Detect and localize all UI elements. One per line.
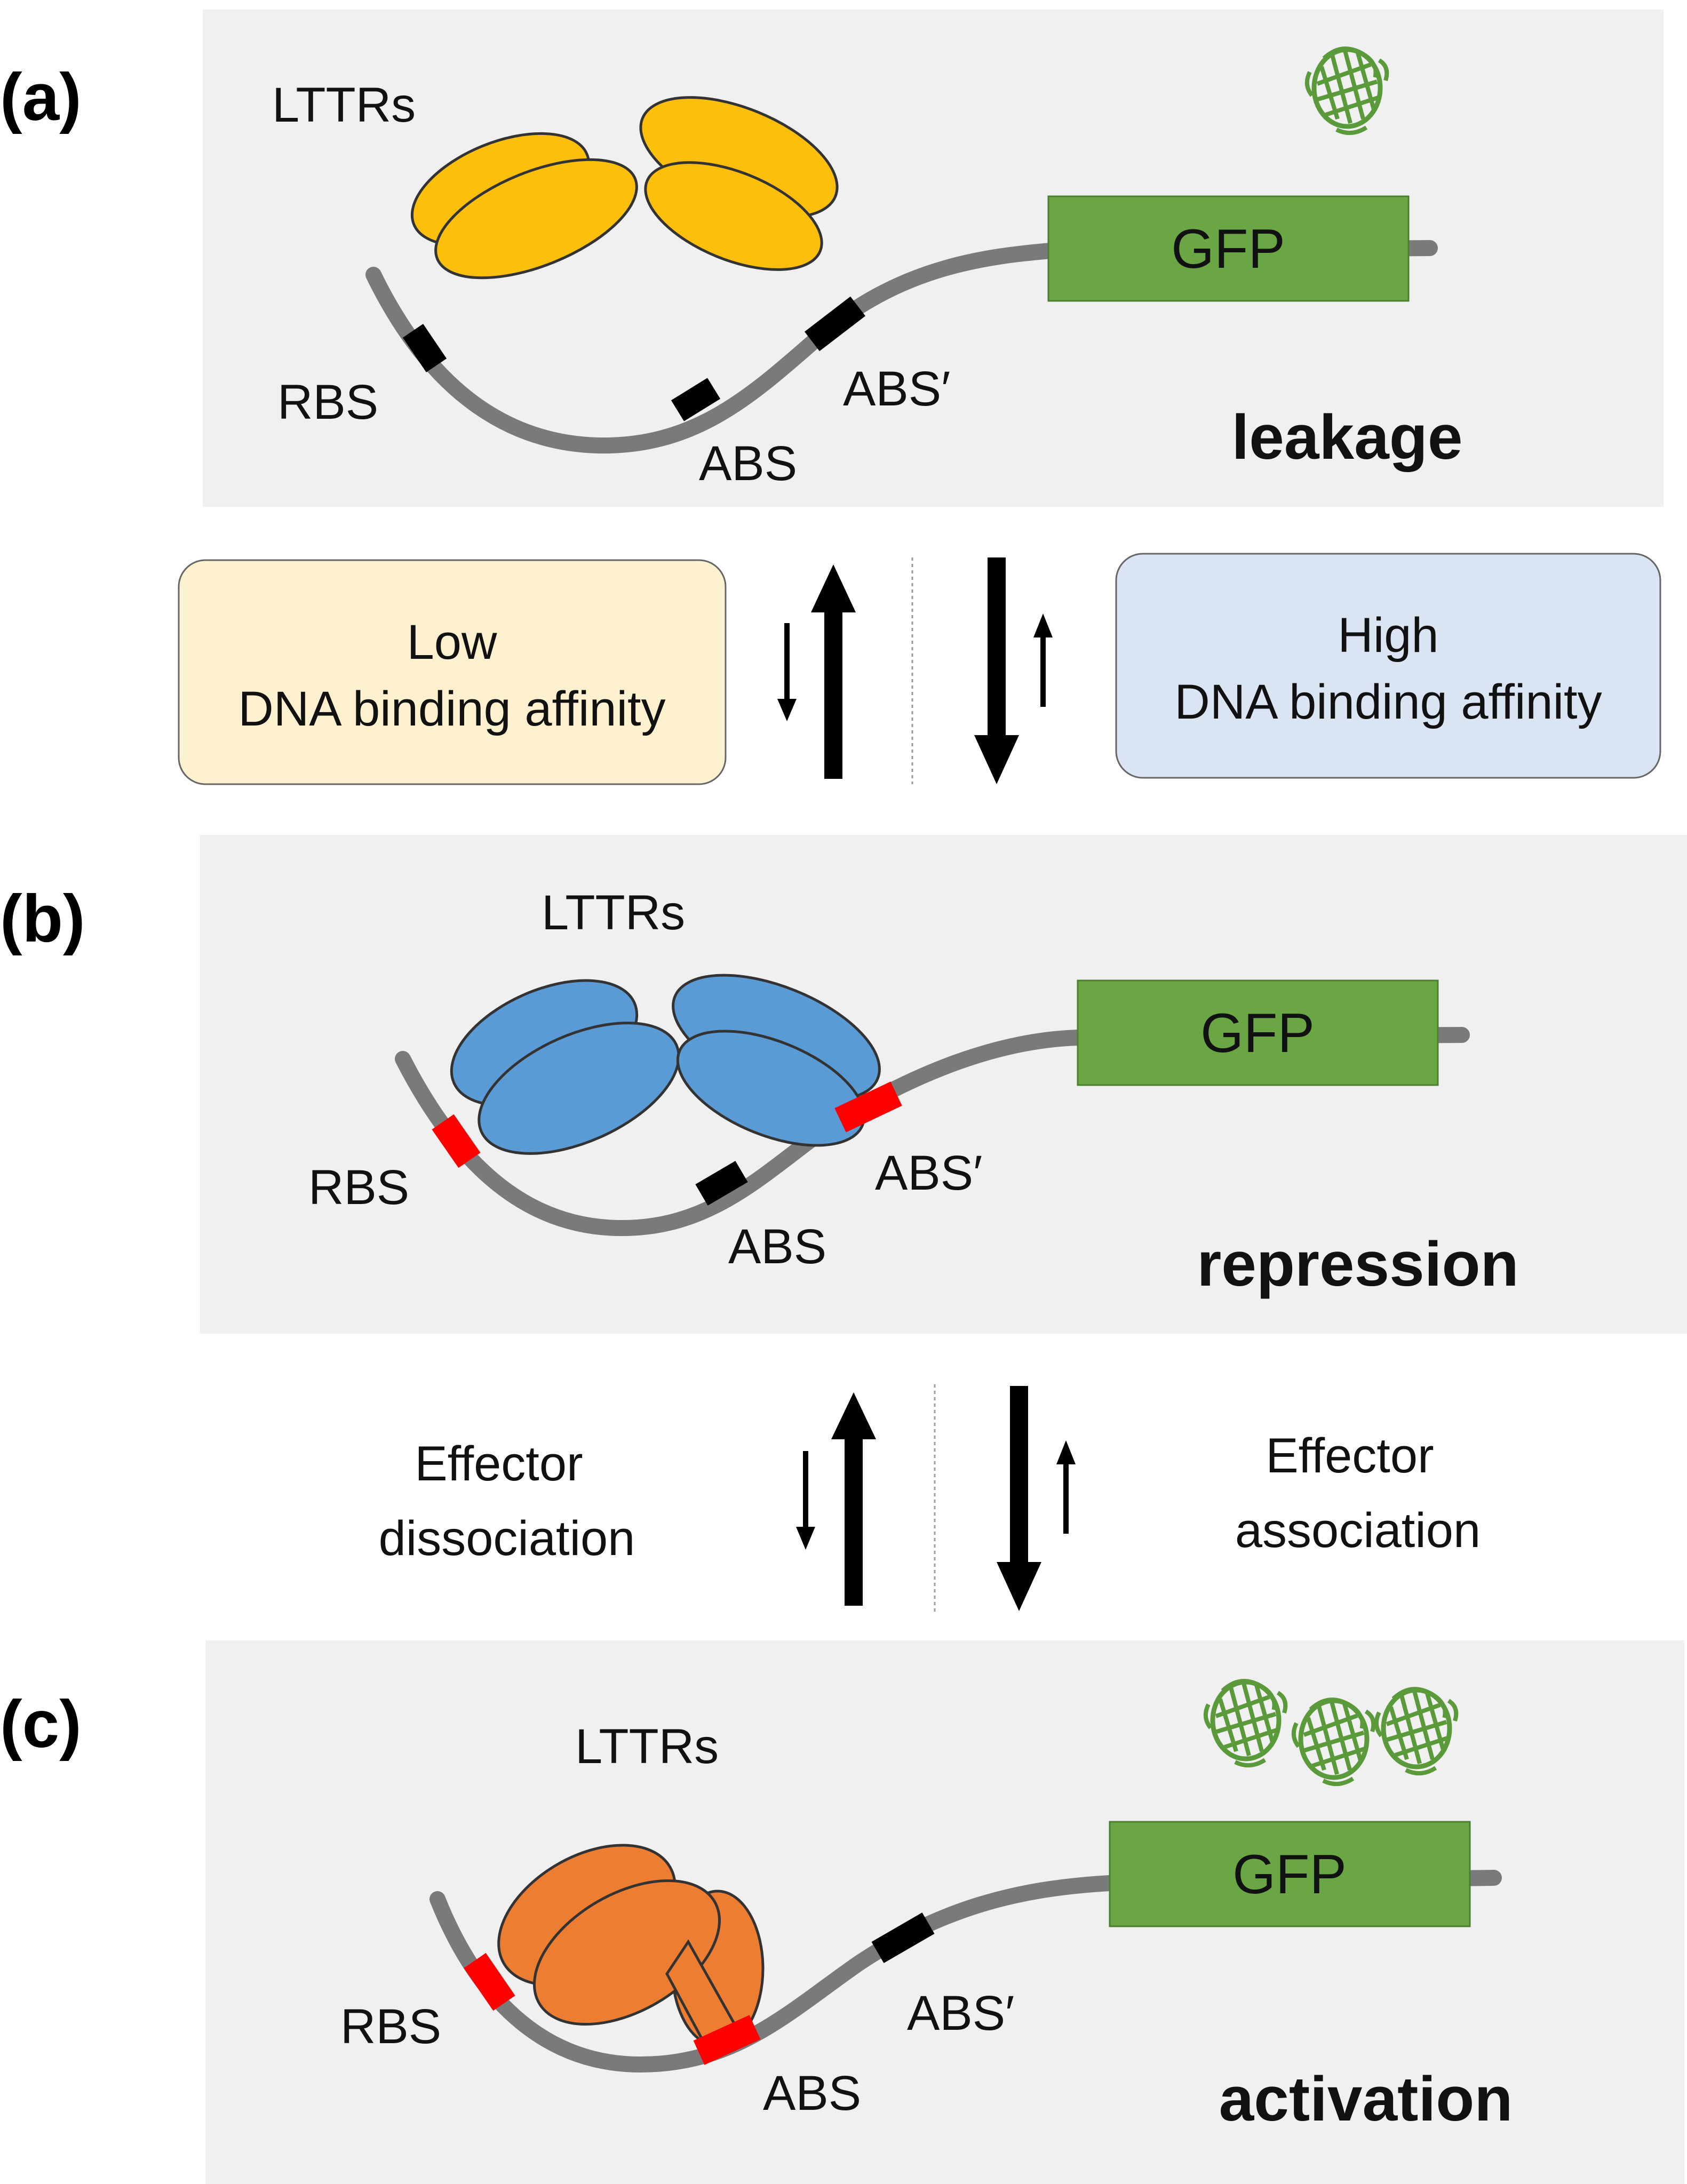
transition-2: Effector dissociation Effector associati…	[379, 1384, 1481, 1614]
panel-c-abs-prime-label: ABS′	[907, 1986, 1014, 2040]
panel-c-state-label: activation	[1219, 2064, 1513, 2134]
panel-a-state-label: leakage	[1232, 402, 1463, 473]
effector-dissociation-line2: dissociation	[379, 1511, 635, 1566]
panel-a-rbs-site	[402, 324, 447, 372]
panel-a-rbs-label: RBS	[277, 375, 378, 429]
panel-b-abs-prime-label: ABS′	[875, 1146, 982, 1200]
panel-b-lttr-proteins	[450, 974, 881, 1155]
panel-b: (b) LTTRs GFP RBS ABS ABS′ repression	[0, 835, 1687, 1334]
panel-a-letter: (a)	[0, 60, 82, 134]
panel-c-gfp-label: GFP	[1232, 1844, 1347, 1906]
panel-b-lttrs-label: LTTRs	[542, 886, 685, 940]
small-up-arrow-head	[1033, 613, 1053, 637]
panel-a-abs-site	[671, 378, 721, 421]
small-down-arrow-head	[796, 1527, 815, 1550]
big-down-arrow-head	[974, 735, 1019, 784]
panel-c-lttrs-label: LTTRs	[575, 1719, 719, 1774]
panel-a: (a) LTTRs GFP RBS ABS ABS′ leakage	[0, 10, 1664, 507]
panel-b-abs-prime-site	[834, 1081, 902, 1133]
panel-a-abs-prime-site	[804, 296, 866, 352]
panel-a-lttr-proteins	[410, 96, 839, 280]
high-affinity-line2: DNA binding affinity	[1174, 675, 1602, 729]
panel-c-rbs-site	[464, 1952, 515, 2011]
panel-c-dna-strand	[429, 1870, 1502, 2073]
big-up-arrow-head	[831, 1392, 876, 1439]
small-down-arrow-head	[777, 699, 797, 721]
panel-c: (c) LTTRs GFP RBS ABS ABS′ activation	[0, 1640, 1684, 2184]
lttr-monomer	[434, 158, 638, 280]
low-affinity-line1: Low	[407, 615, 497, 669]
panel-a-gfp-label: GFP	[1171, 218, 1285, 280]
panel-a-abs-label: ABS	[699, 436, 797, 491]
lttr-monomer	[676, 1030, 866, 1147]
panel-c-abs-site	[693, 2015, 761, 2065]
panel-b-gfp-label: GFP	[1200, 1002, 1315, 1064]
panel-c-letter: (c)	[0, 1687, 82, 1761]
effector-association-line2: association	[1235, 1503, 1481, 1558]
big-down-arrow-head	[997, 1562, 1041, 1611]
panel-a-dna-strand	[365, 240, 1438, 454]
panel-b-abs-label: ABS	[728, 1219, 826, 1274]
transition-1: Low DNA binding affinity High DNA bindin…	[178, 553, 1661, 785]
panel-b-gfp-gene	[1077, 979, 1439, 1086]
panel-b-abs-site	[695, 1161, 748, 1206]
panel-c-lttr-proteins	[497, 1844, 765, 2047]
panel-b-background	[200, 835, 1687, 1334]
panel-a-gfp-gene	[1047, 195, 1410, 302]
lttr-monomer	[533, 1879, 721, 2026]
panel-a-abs-prime-label: ABS′	[843, 362, 950, 416]
panel-b-state-label: repression	[1197, 1229, 1518, 1300]
panel-c-abs-prime-site	[871, 1912, 935, 1963]
panel-b-letter: (b)	[0, 882, 85, 956]
low-affinity-line2: DNA binding affinity	[238, 682, 665, 736]
lttr-monomer	[478, 1022, 680, 1155]
panel-a-lttrs-label: LTTRs	[272, 78, 416, 132]
effector-dissociation-line1: Effector	[415, 1437, 583, 1491]
panel-c-gfp-gene	[1109, 1821, 1471, 1927]
effector-association-line1: Effector	[1266, 1429, 1434, 1483]
panel-c-abs-label: ABS	[763, 2066, 861, 2121]
small-up-arrow-head	[1056, 1440, 1076, 1464]
panel-b-dna-strand	[395, 1027, 1470, 1237]
lttr-monomer	[644, 161, 823, 271]
big-up-arrow-head	[811, 564, 856, 612]
panel-b-rbs-site	[432, 1114, 481, 1168]
high-affinity-line1: High	[1338, 608, 1438, 663]
high-affinity-box	[1115, 553, 1661, 779]
low-affinity-box	[178, 559, 727, 785]
panel-c-rbs-label: RBS	[340, 1999, 441, 2054]
panel-b-rbs-label: RBS	[308, 1160, 409, 1215]
